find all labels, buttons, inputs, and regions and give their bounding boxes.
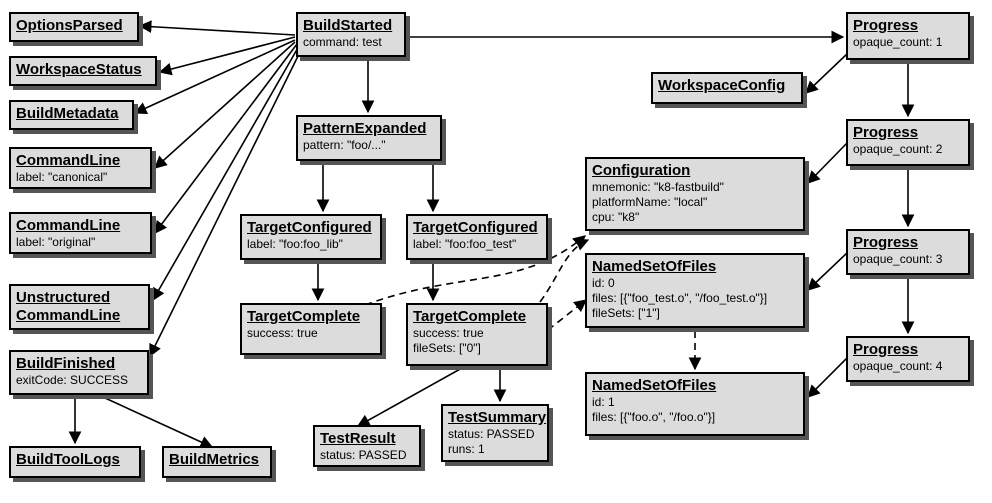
node-title: TargetComplete: [413, 308, 527, 325]
node-field: exitCode: SUCCESS: [16, 373, 129, 387]
edge-started-commandline-original: [154, 43, 298, 235]
node-title: Unstructured: [16, 289, 111, 306]
node-field: platformName: "local": [592, 195, 708, 209]
node-field: pattern: "foo/...": [303, 138, 386, 152]
edge-progress2-configuration: [807, 141, 849, 184]
node-unstructured-command-line: Unstructured CommandLine: [9, 284, 150, 330]
edge-started-unstructured: [152, 45, 300, 302]
node-title: NamedSetOfFiles: [592, 377, 717, 394]
node-field: fileSets: ["1"]: [592, 306, 660, 320]
node-field: opaque_count: 4: [853, 359, 943, 373]
node-test-summary: TestSummary status: PASSED runs: 1: [441, 404, 549, 462]
node-named-set-of-files-1: NamedSetOfFiles id: 1 files: [{"foo.o", …: [585, 372, 805, 436]
edge-complete-testresult: [356, 367, 463, 427]
node-build-finished: BuildFinished exitCode: SUCCESS: [9, 350, 149, 395]
node-command-line-canonical: CommandLine label: "canonical": [9, 147, 152, 189]
node-title: WorkspaceConfig: [658, 77, 786, 94]
node-field: files: [{"foo_test.o", "/foo_test.o"}]: [592, 291, 768, 305]
edge-started-optionsparsed: [138, 20, 296, 36]
node-field: cpu: "k8": [592, 210, 640, 224]
node-command-line-original: CommandLine label: "original": [9, 212, 152, 254]
node-field: label: "foo:foo_lib": [247, 237, 343, 251]
node-title: Configuration: [592, 162, 691, 179]
edge-started-workspacestatus: [158, 36, 296, 76]
node-field: opaque_count: 2: [853, 142, 943, 156]
node-target-complete-lib: TargetComplete success: true: [240, 303, 382, 355]
edge-complete-test-namedset0: [547, 299, 588, 331]
node-progress-2: Progress opaque_count: 2: [846, 119, 970, 166]
node-field: success: true: [247, 326, 318, 340]
edge-started-buildfinished: [149, 47, 303, 358]
node-target-configured-lib: TargetConfigured label: "foo:foo_lib": [240, 214, 382, 260]
edge-started-buildmetadata: [133, 39, 296, 115]
node-field: status: PASSED: [448, 427, 535, 441]
node-field: label: "original": [16, 235, 96, 249]
node-field: id: 1: [592, 395, 615, 409]
node-progress-3: Progress opaque_count: 3: [846, 229, 970, 275]
node-field: runs: 1: [448, 442, 485, 456]
node-field: label: "foo:foo_test": [413, 237, 517, 251]
node-title: TargetComplete: [247, 308, 361, 325]
edge-complete-lib-configuration: [364, 235, 586, 306]
node-field: label: "canonical": [16, 170, 108, 184]
node-field: command: test: [303, 35, 382, 49]
node-title: BuildMetrics: [169, 451, 260, 468]
node-configuration: Configuration mnemonic: "k8-fastbuild" p…: [585, 157, 805, 231]
node-field: fileSets: ["0"]: [413, 341, 481, 355]
node-pattern-expanded: PatternExpanded pattern: "foo/...": [296, 115, 442, 161]
node-field: files: [{"foo.o", "/foo.o"}]: [592, 410, 716, 424]
node-title: PatternExpanded: [303, 120, 427, 137]
node-title: TestResult: [320, 430, 396, 447]
node-field: status: PASSED: [320, 448, 407, 462]
node-build-tool-logs: BuildToolLogs: [9, 446, 141, 478]
node-build-metadata: BuildMetadata: [9, 100, 134, 130]
node-build-started: BuildStarted command: test: [296, 12, 406, 57]
node-title: BuildToolLogs: [16, 451, 120, 468]
node-workspace-status: WorkspaceStatus: [9, 56, 157, 86]
node-target-configured-test: TargetConfigured label: "foo:foo_test": [406, 214, 548, 260]
node-field: id: 0: [592, 276, 615, 290]
node-field: opaque_count: 3: [853, 252, 943, 266]
node-test-result: TestResult status: PASSED: [313, 425, 421, 467]
node-title: WorkspaceStatus: [16, 61, 142, 78]
edge-complete-test-configuration: [539, 238, 590, 303]
node-title: Progress: [853, 234, 919, 251]
node-field: mnemonic: "k8-fastbuild": [592, 180, 724, 194]
node-title: Progress: [853, 341, 919, 358]
edge-finished-metrics: [104, 397, 214, 449]
edge-started-commandline-canonical: [154, 41, 296, 169]
node-build-metrics: BuildMetrics: [162, 446, 272, 478]
node-title: Progress: [853, 124, 919, 141]
node-title: Progress: [853, 17, 919, 34]
node-target-complete-test: TargetComplete success: true fileSets: […: [406, 303, 548, 366]
edge-progress1-workspaceconfig: [805, 52, 849, 94]
edge-progress3-namedset0: [807, 251, 849, 291]
node-progress-1: Progress opaque_count: 1: [846, 12, 970, 60]
node-title: TargetConfigured: [247, 219, 372, 236]
node-title: CommandLine: [16, 152, 121, 169]
node-options-parsed: OptionsParsed: [9, 12, 139, 42]
node-title: OptionsParsed: [16, 17, 123, 34]
node-named-set-of-files-0: NamedSetOfFiles id: 0 files: [{"foo_test…: [585, 253, 805, 328]
node-title: TestSummary: [448, 409, 547, 426]
node-field: success: true: [413, 326, 484, 340]
node-workspace-config: WorkspaceConfig: [651, 72, 803, 104]
node-title: BuildMetadata: [16, 105, 119, 122]
node-title: CommandLine: [16, 217, 121, 234]
node-title-line2: CommandLine: [16, 307, 121, 324]
node-title: NamedSetOfFiles: [592, 258, 717, 275]
node-title: BuildFinished: [16, 355, 116, 372]
node-field: opaque_count: 1: [853, 35, 943, 49]
node-progress-4: Progress opaque_count: 4: [846, 336, 970, 382]
edge-progress4-namedset1: [807, 356, 849, 398]
node-title: TargetConfigured: [413, 219, 538, 236]
node-title: BuildStarted: [303, 17, 393, 34]
